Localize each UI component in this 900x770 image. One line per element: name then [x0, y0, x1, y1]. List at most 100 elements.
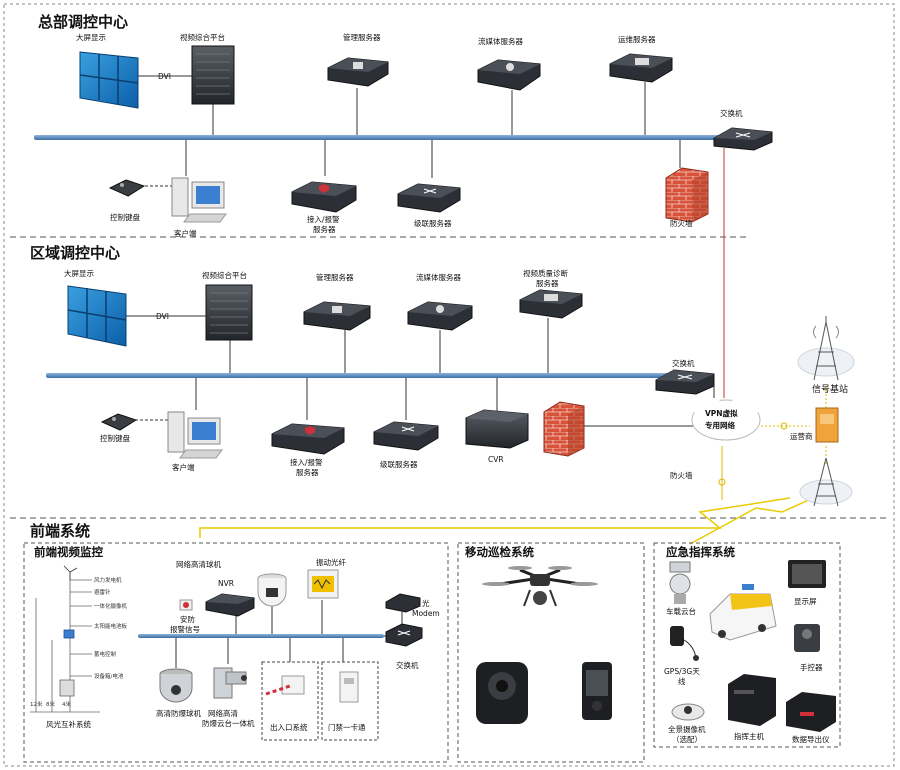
- emergency-subsection-box: [653, 542, 841, 748]
- regional-section-title: 区域调控中心: [30, 244, 120, 262]
- drone: [482, 566, 598, 607]
- frontend-switch: [385, 623, 423, 647]
- regional-stream-server: [407, 301, 473, 331]
- body-camera: [582, 662, 612, 720]
- gate-label: 出入口系统: [270, 722, 308, 732]
- access-card-box: [321, 661, 379, 741]
- video-subsection-box: [23, 542, 449, 763]
- emergency-subsection-title: 应急指挥系统: [666, 545, 735, 559]
- mobile-subsection-box: [457, 542, 645, 763]
- hq-core-switch: [713, 127, 773, 151]
- regional-access-server: [271, 423, 345, 455]
- outer-border: [3, 3, 895, 767]
- regional-video-wall: [67, 285, 127, 347]
- base-station-tower-top: [797, 316, 855, 381]
- regional-diag-label-1: 视频质量诊断: [523, 268, 568, 278]
- alarm-label-2: 报警信号: [170, 624, 200, 634]
- regional-video-wall-label: 大屏显示: [64, 268, 94, 278]
- hq-keyboard-label: 控制键盘: [110, 212, 140, 222]
- hq-keyboard: [108, 179, 146, 197]
- pole-label-3: 一体化摄像机: [94, 602, 128, 610]
- panoramic-label-2: （选配）: [672, 734, 702, 744]
- data-exporter: [786, 692, 836, 732]
- hq-switch-label: 交换机: [720, 108, 743, 118]
- vpn-cloud: [691, 398, 761, 441]
- regional-backbone-bus: [46, 373, 676, 378]
- hq-stream-label: 流媒体服务器: [478, 36, 523, 46]
- panoramic-camera: [671, 703, 705, 721]
- hd-ptz-label: 高清防爆球机: [156, 708, 201, 718]
- regional-cvr-label: CVR: [488, 455, 504, 464]
- regional-switch: [655, 369, 715, 395]
- integrated-label-2: 防爆云台一体机: [202, 718, 255, 728]
- hq-mgmt-server: [327, 57, 389, 87]
- regional-firewall-label: 防火墙: [670, 470, 693, 480]
- host-label: 指挥主机: [734, 731, 764, 741]
- fiber-label: 振动光纤: [316, 557, 346, 567]
- alarm-label-1: 安防: [180, 614, 195, 624]
- regional-access-label-1: 接入/报警: [290, 457, 323, 467]
- pole-label-5: 蓄电控制: [94, 650, 117, 658]
- base-station-tower-bottom: [799, 457, 853, 507]
- regional-firewall: [543, 401, 585, 457]
- frontend-bus: [138, 634, 384, 638]
- command-host: [728, 674, 776, 726]
- net-ptz-camera: [257, 573, 287, 607]
- base-station-label: 信号基站: [812, 383, 848, 395]
- alarm-signal-icon: [179, 599, 193, 611]
- regional-mgmt-label: 管理服务器: [316, 272, 354, 282]
- pole-label-1: 风力发电机: [94, 576, 122, 584]
- pole-size-2: 8米: [46, 700, 55, 708]
- operator-label: 运营商: [790, 431, 813, 441]
- hq-platform-chassis: [191, 45, 235, 105]
- access-card-reader: [339, 671, 359, 703]
- hq-access-label-1: 接入/报警: [307, 214, 340, 224]
- regional-switch-label: 交换机: [672, 358, 695, 368]
- vpn-label-2: 专用网络: [705, 420, 735, 430]
- regional-access-label-2: 服务器: [296, 467, 319, 477]
- hq-dvi-label: DVI: [158, 72, 171, 81]
- regional-keyboard-label: 控制键盘: [100, 433, 130, 443]
- hq-cascade-server: [397, 183, 461, 213]
- regional-client-pc: [167, 411, 223, 459]
- pole-label-2: 避雷针: [94, 588, 111, 596]
- panoramic-label-1: 全景摄像机: [668, 724, 706, 734]
- gate-barrier: [265, 675, 305, 696]
- display-screen: [788, 560, 826, 588]
- video-subsection-title: 前端视频监控: [34, 545, 103, 559]
- gps-label-1: GPS/3G天: [664, 667, 700, 676]
- regional-cascade-server: [373, 421, 439, 451]
- hq-section-title: 总部调控中心: [38, 13, 128, 31]
- regional-connectors: [126, 315, 696, 427]
- hq-ops-server: [609, 53, 673, 83]
- regional-client-label: 客户端: [172, 462, 195, 472]
- wan-links: [199, 148, 827, 545]
- integrated-label-1: 网络高清: [208, 708, 238, 718]
- gate-box: [261, 661, 319, 741]
- nvr-label: NVR: [218, 579, 234, 588]
- regional-platform-chassis: [205, 284, 253, 341]
- operator-cabinet: [815, 407, 839, 443]
- hq-mgmt-label: 管理服务器: [343, 32, 381, 42]
- gps-label-2: 线: [678, 676, 686, 686]
- pole-label-4: 太阳能电池板: [94, 622, 128, 630]
- vpn-label-1: VPN虚拟: [705, 408, 738, 418]
- mobile-subsection-title: 移动巡检系统: [465, 545, 534, 559]
- pole-size-3: 4米: [62, 700, 71, 708]
- access-card-label: 门禁一卡通: [328, 722, 366, 732]
- modem-label-2: Modem: [412, 609, 440, 618]
- wind-solar-label: 风光互补系统: [46, 719, 91, 729]
- hq-video-wall-label: 大屏显示: [76, 32, 106, 42]
- hq-stream-server: [477, 59, 541, 91]
- display-label: 显示屏: [794, 597, 817, 606]
- hq-client-label: 客户端: [174, 228, 197, 238]
- wind-solar-pole: [30, 565, 100, 713]
- hq-backbone-bus: [34, 135, 758, 140]
- hq-access-label-2: 服务器: [313, 224, 336, 234]
- regional-diag-label-2: 服务器: [536, 278, 559, 288]
- emergency-vehicle: [709, 584, 777, 641]
- regional-mgmt-server: [303, 301, 371, 331]
- hq-client-pc: [171, 177, 227, 223]
- pole-label-6: 设备箱/电池: [94, 672, 124, 680]
